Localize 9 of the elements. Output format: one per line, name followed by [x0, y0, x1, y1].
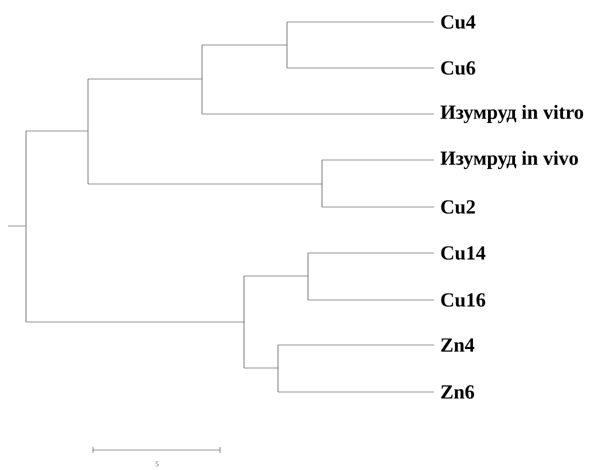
leaf-label: Cu16: [441, 293, 486, 307]
leaf-label: Cu4: [441, 15, 476, 29]
leaf-label: Cu14: [441, 246, 486, 260]
leaf-label: Cu6: [441, 61, 476, 75]
leaf-label: Zn4: [441, 338, 474, 352]
leaf-label: Cu2: [441, 200, 475, 214]
leaf-label: Изумруд in vitro: [440, 104, 584, 124]
leaf-label: Изумруд in vivo: [440, 150, 578, 170]
leaf-label: Zn6: [441, 385, 474, 399]
